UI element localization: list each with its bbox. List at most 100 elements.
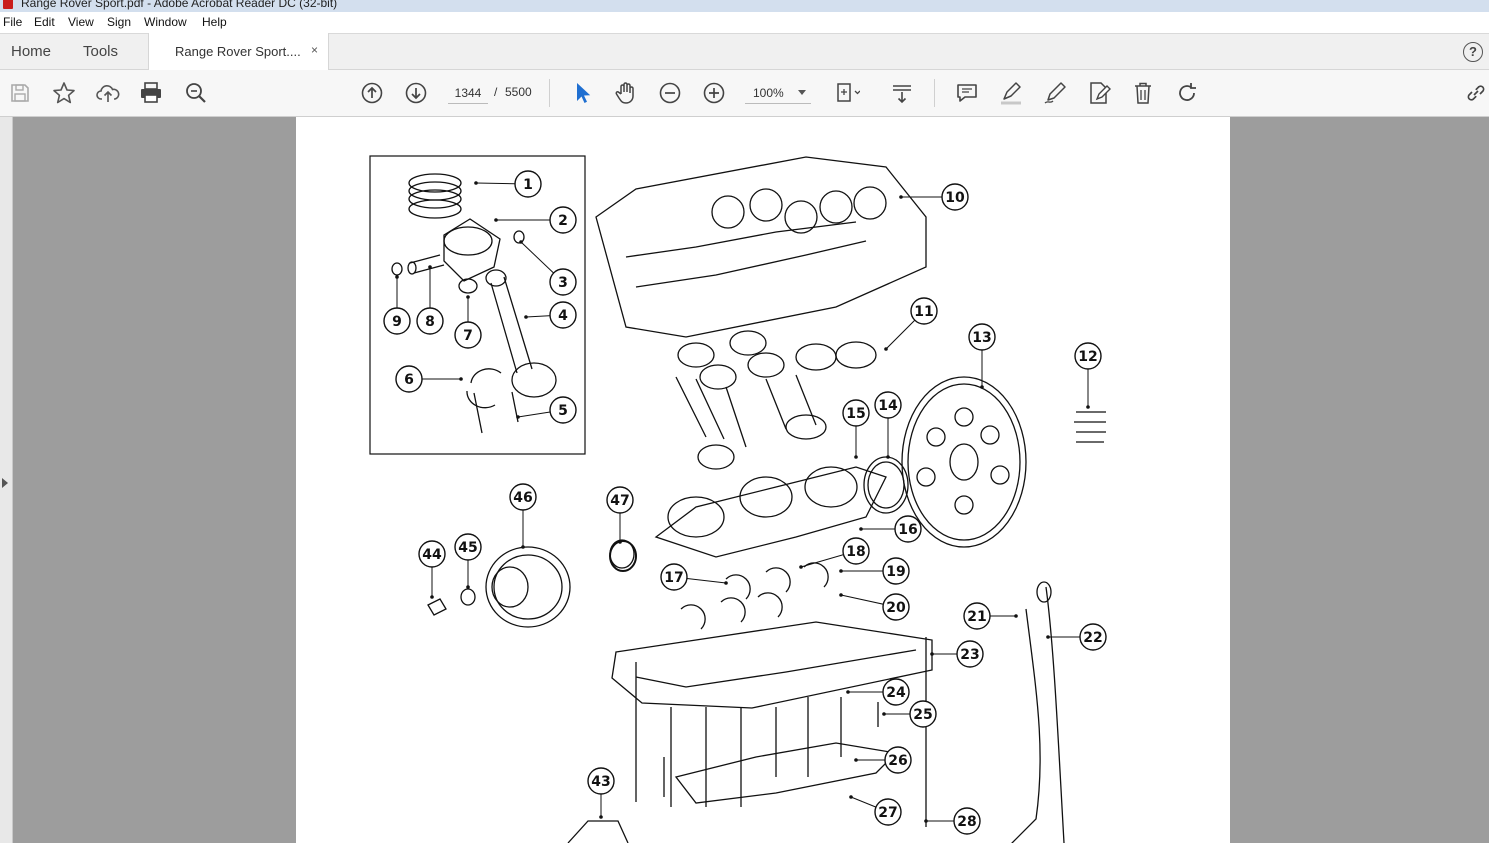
callout-anchor-dot (618, 540, 622, 544)
print-icon[interactable] (138, 80, 164, 106)
comment-icon[interactable] (954, 80, 980, 106)
callout-circle (660, 563, 688, 591)
callout-circle (383, 307, 411, 335)
callout-circle (910, 297, 938, 325)
zoom-level-select[interactable]: 100% (745, 82, 811, 104)
callout-circle (514, 170, 542, 198)
window-title: Range Rover Sport.pdf - Adobe Acrobat Re… (21, 0, 338, 10)
page-separator: / (494, 85, 498, 99)
expand-panel-icon[interactable] (2, 478, 8, 488)
callout-label: 12 (1078, 349, 1097, 365)
callout-anchor-dot (1046, 635, 1050, 639)
callout-label: 5 (558, 403, 568, 419)
callout-anchor-dot (474, 181, 478, 185)
callout-anchor-dot (899, 195, 903, 199)
callout-circle (874, 798, 902, 826)
callout-anchor-dot (882, 712, 886, 716)
callout-circle (884, 746, 912, 774)
callout-circle (549, 268, 577, 296)
menu-window[interactable]: Window (144, 15, 187, 29)
callout-label: 47 (610, 493, 629, 509)
callout-label: 22 (1083, 630, 1102, 646)
callout-label: 11 (914, 304, 933, 320)
callout-circle (882, 593, 910, 621)
callout-anchor-dot (1086, 405, 1090, 409)
callout-circle (1074, 342, 1102, 370)
edit-pdf-icon[interactable] (1086, 80, 1112, 106)
callout-label: 1 (523, 177, 533, 193)
toolbar-divider (934, 79, 935, 107)
scrolling-mode-icon[interactable] (889, 80, 915, 106)
callout-label: 25 (913, 707, 932, 723)
callout-anchor-dot (854, 455, 858, 459)
callout-anchor-dot (521, 545, 525, 549)
callout-anchor-dot (859, 527, 863, 531)
callout-circle (953, 807, 981, 835)
callout-label: 27 (878, 805, 897, 821)
callout-anchor-dot (466, 585, 470, 589)
callout-circle (882, 557, 910, 585)
callout-anchor-dot (599, 815, 603, 819)
callout-anchor-dot (854, 758, 858, 762)
callout-anchor-dot (1014, 614, 1018, 618)
callout-anchor-dot (886, 455, 890, 459)
callout-anchor-dot (724, 581, 728, 585)
menu-file[interactable]: File (3, 15, 23, 29)
callout-label: 24 (886, 685, 906, 701)
left-panel-toggle[interactable] (0, 117, 13, 843)
callout-circle (587, 767, 615, 795)
next-page-icon[interactable] (403, 80, 429, 106)
tab-bar: Home Tools Range Rover Sport.... × ? (0, 33, 1489, 70)
close-tab-icon[interactable]: × (311, 43, 319, 57)
menu-help[interactable]: Help (202, 15, 227, 29)
previous-page-icon[interactable] (359, 80, 385, 106)
menu-bar: File Edit View Sign Window Help (0, 12, 1489, 33)
hand-tool-icon[interactable] (613, 80, 639, 106)
callout-label: 43 (591, 774, 610, 790)
sign-pen-icon[interactable] (1042, 80, 1068, 106)
toolbar-divider (549, 79, 550, 107)
callout-label: 16 (898, 522, 917, 538)
callout-circle (842, 537, 870, 565)
tab-tools[interactable]: Tools (83, 43, 119, 60)
callout-anchor-dot (428, 265, 432, 269)
callout-label: 10 (945, 190, 965, 206)
callout-label: 19 (886, 564, 905, 580)
help-icon[interactable]: ? (1463, 42, 1483, 62)
save-icon[interactable] (7, 80, 33, 106)
upload-cloud-icon[interactable] (95, 80, 121, 106)
zoom-in-icon[interactable] (701, 80, 727, 106)
menu-edit[interactable]: Edit (34, 15, 55, 29)
rotate-icon[interactable] (1174, 80, 1200, 106)
delete-trash-icon[interactable] (1130, 80, 1156, 106)
tab-document[interactable]: Range Rover Sport.... × (148, 33, 329, 70)
callout-circle (549, 301, 577, 329)
page-number-input[interactable]: 1344 (448, 82, 488, 104)
callout-label: 3 (558, 275, 568, 291)
callout-circle (1079, 623, 1107, 651)
callout-label: 20 (886, 600, 906, 616)
select-cursor-icon[interactable] (569, 80, 595, 106)
highlight-pen-icon[interactable] (998, 80, 1024, 106)
callout-anchor-dot (930, 652, 934, 656)
callout-anchor-dot (516, 415, 520, 419)
callout-anchor-dot (524, 315, 528, 319)
callout-label: 17 (664, 570, 683, 586)
callout-label: 21 (967, 609, 986, 625)
callout-anchor-dot (395, 275, 399, 279)
callout-label: 13 (972, 330, 991, 346)
tab-home[interactable]: Home (11, 43, 52, 60)
bookmark-star-icon[interactable] (51, 80, 77, 106)
callout-anchor-dot (799, 565, 803, 569)
chevron-down-icon[interactable] (798, 90, 806, 95)
page-fit-icon[interactable] (834, 80, 861, 106)
callout-anchor-dot (839, 569, 843, 573)
search-zoom-icon[interactable] (183, 80, 209, 106)
zoom-out-icon[interactable] (657, 80, 683, 106)
share-link-icon[interactable] (1463, 80, 1489, 106)
callout-circle (395, 365, 423, 393)
callout-anchor-dot (846, 690, 850, 694)
menu-sign[interactable]: Sign (107, 15, 132, 29)
menu-view[interactable]: View (68, 15, 94, 29)
